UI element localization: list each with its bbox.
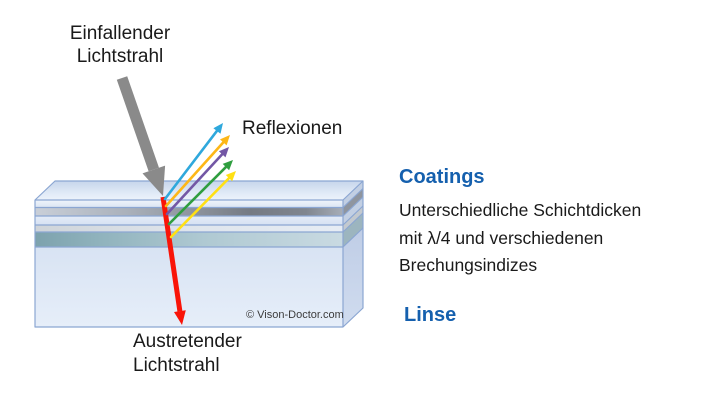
coatings-description-line3: Brechungsindizes xyxy=(399,255,538,275)
coating-layer-3-side xyxy=(343,197,363,225)
coating-layer-5 xyxy=(35,232,343,247)
exit-ray-label-line2: Lichtstrahl xyxy=(133,355,220,376)
exit-ray-shaft xyxy=(160,196,183,312)
coatings-description: Unterschiedliche Schichtdicken mit λ/4 u… xyxy=(399,197,641,280)
lens-body-front-face xyxy=(35,247,343,327)
coatings-heading: Coatings xyxy=(399,166,485,188)
coating-layer-4-side xyxy=(343,206,363,232)
reflection-arrow-purple xyxy=(165,153,224,216)
exit-ray-head xyxy=(174,310,186,325)
incident-ray-label: Einfallender Lichtstrahl xyxy=(55,22,185,68)
coatings-description-line2: mit λ/4 und verschiedenen xyxy=(399,227,604,248)
coating-layer-4 xyxy=(35,225,343,232)
lens-block xyxy=(34,180,364,328)
block-top-face xyxy=(35,181,363,200)
incident-ray-label-line2: Lichtstrahl xyxy=(76,46,164,67)
reflection-arrow-orange-head xyxy=(220,135,230,146)
exit-ray-label: Austretender Lichtstrahl xyxy=(133,330,242,378)
reflection-arrow-yellow xyxy=(169,176,231,239)
coating-layer-5-side xyxy=(343,213,363,247)
reflection-arrow-purple-head xyxy=(218,147,229,158)
reflections-label: Reflexionen xyxy=(242,118,343,139)
lens-heading: Linse xyxy=(404,304,457,326)
reflection-arrow-green xyxy=(167,165,228,226)
coating-separator-lines xyxy=(35,188,364,248)
reflection-arrow-green-head xyxy=(222,160,233,171)
coating-layer-1-side xyxy=(343,181,363,208)
incident-ray-head xyxy=(142,165,166,196)
reflection-arrow-cyan xyxy=(163,129,219,201)
exit-ray-label-line1: Austretender xyxy=(133,331,242,352)
coating-layer-2-side xyxy=(343,188,363,216)
coatings-description-line1: Unterschiedliche Schichtdicken xyxy=(399,200,642,220)
reflection-arrows xyxy=(163,123,236,239)
coating-layer-2 xyxy=(35,207,343,216)
reflection-arrow-orange xyxy=(164,141,225,208)
incident-ray-label-line1: Einfallender xyxy=(69,23,171,44)
incident-ray-shaft xyxy=(116,76,159,172)
copyright-notice: © Vison-Doctor.com xyxy=(246,309,344,321)
incident-ray-arrow xyxy=(116,76,166,196)
reflection-arrow-yellow-head xyxy=(225,171,236,182)
lens-body-side-face xyxy=(343,228,363,327)
reflection-arrow-cyan-head xyxy=(213,123,223,134)
exit-ray-arrow xyxy=(160,196,186,325)
block-outline xyxy=(34,180,364,328)
